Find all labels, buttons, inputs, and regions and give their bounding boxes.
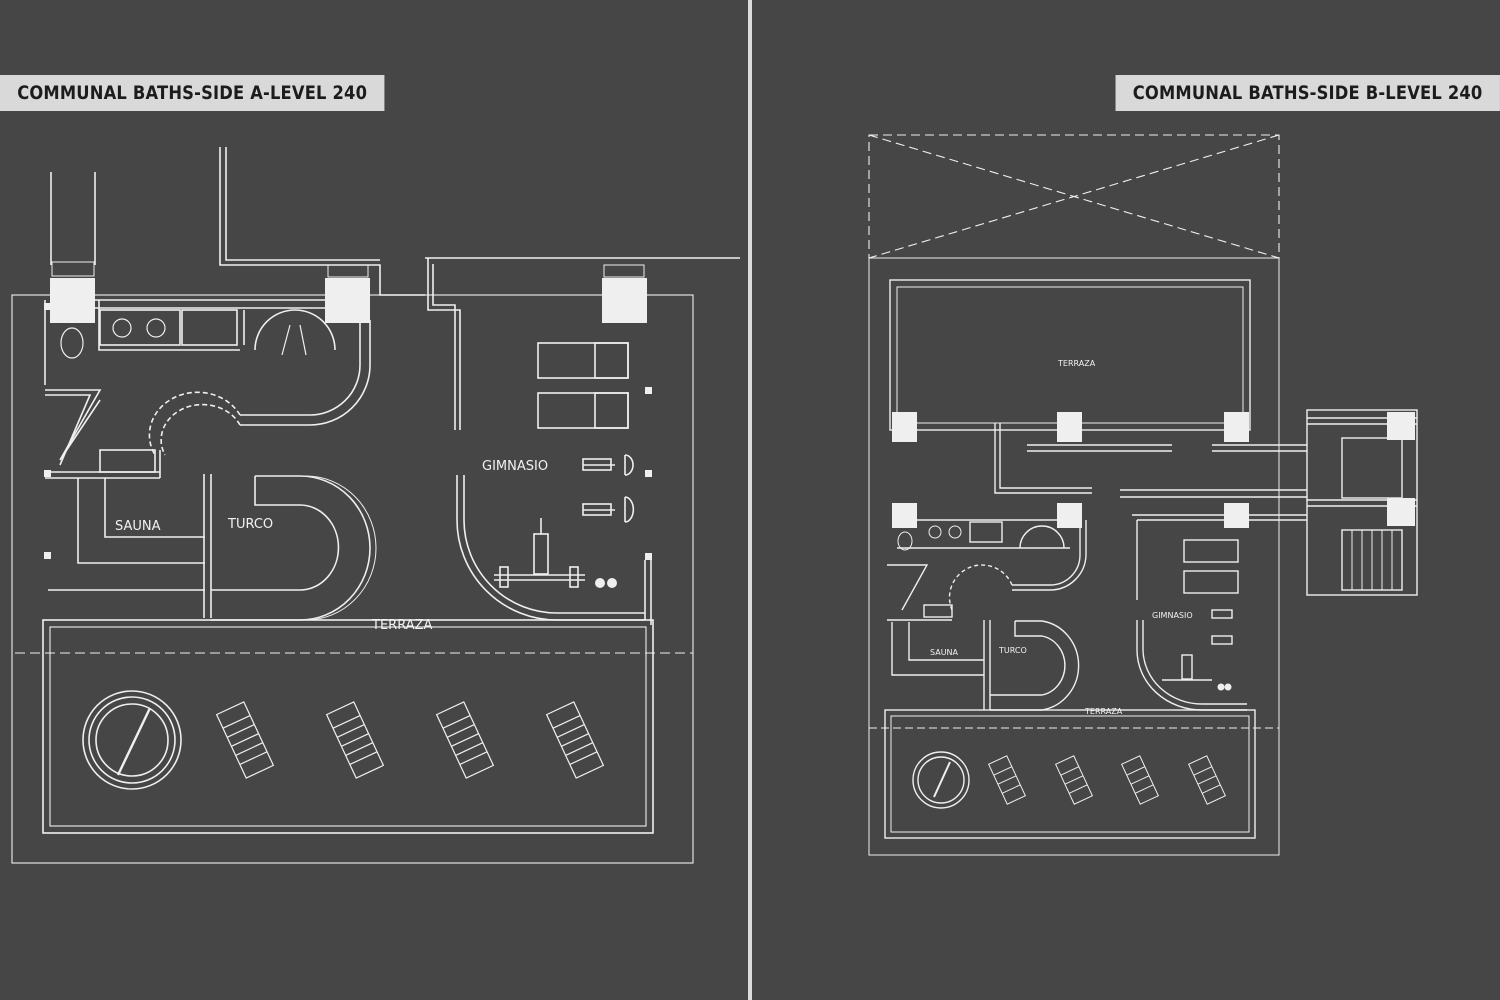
room-label-sauna-b: SAUNA [930,648,959,657]
room-label-turco: TURCO [227,517,273,532]
floor-plan-side-a: SAUNA TURCO GIMNASIO TERRAZA [11,147,740,864]
room-label-sauna: SAUNA [115,519,161,534]
plan-title-side-a: COMMUNAL BATHS-SIDE A-LEVEL 240 [0,75,385,111]
panel-side-b: TERRAZA GIMNASIO SAUNA TURCO TERRAZA COM… [752,0,1500,1000]
room-label-gimnasio-b: GIMNASIO [1152,611,1193,620]
panel-divider [748,0,752,1000]
plan-title-side-b: COMMUNAL BATHS-SIDE B-LEVEL 240 [1115,75,1500,111]
room-label-terraza: TERRAZA [371,618,432,633]
room-label-terraza-top: TERRAZA [1057,359,1096,368]
panel-side-a: SAUNA TURCO GIMNASIO TERRAZA COMMUNAL BA… [0,0,748,1000]
room-label-terraza-b: TERRAZA [1084,707,1123,716]
room-label-gimnasio: GIMNASIO [482,459,548,474]
room-label-turco-b: TURCO [998,646,1027,655]
floor-plan-side-b: TERRAZA GIMNASIO SAUNA TURCO TERRAZA [868,134,1418,856]
